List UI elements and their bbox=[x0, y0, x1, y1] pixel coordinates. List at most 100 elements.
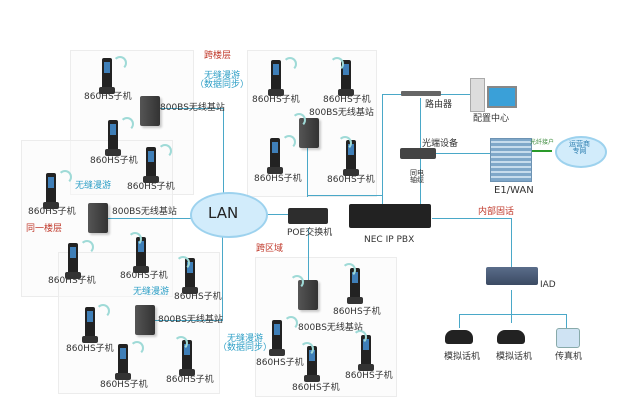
fiber-access-label: 光纤接户 bbox=[530, 139, 555, 146]
handset-icon bbox=[82, 307, 98, 343]
config-center-label: 配置中心 bbox=[473, 114, 510, 124]
router-label: 路由器 bbox=[425, 100, 453, 110]
signal-icon bbox=[96, 304, 110, 318]
base-station-label: 800BS无线基站 bbox=[309, 108, 374, 118]
fax-label: 传真机 bbox=[555, 352, 583, 362]
link-router-pc bbox=[430, 94, 470, 95]
handset-label: 860HS子机 bbox=[166, 375, 214, 385]
router-icon bbox=[401, 91, 441, 96]
roaming-text: 无缝漫游 bbox=[204, 71, 241, 81]
zone-label-cross-area: 跨区域 bbox=[256, 244, 284, 254]
signal-icon bbox=[158, 144, 172, 158]
link-fax bbox=[566, 314, 567, 328]
base-station-icon bbox=[135, 305, 155, 335]
handset-icon bbox=[347, 268, 363, 304]
link-internal-iad bbox=[511, 218, 512, 268]
handset-label: 860HS子机 bbox=[90, 156, 138, 166]
link-router-vertical bbox=[382, 94, 383, 204]
handset-icon bbox=[115, 344, 131, 380]
signal-icon bbox=[300, 342, 314, 356]
signal-icon bbox=[113, 56, 127, 70]
link-bs2-lan bbox=[108, 218, 200, 219]
handset-icon bbox=[182, 258, 198, 294]
handset-label: 860HS子机 bbox=[120, 271, 168, 281]
signal-icon bbox=[342, 263, 356, 277]
building-icon bbox=[490, 138, 532, 182]
carrier-cloud-icon bbox=[555, 136, 607, 168]
signal-icon bbox=[292, 113, 306, 127]
handset-label: 860HS子机 bbox=[252, 95, 300, 105]
base-station-label: 800BS无线基站 bbox=[112, 207, 177, 217]
link-pbx-internal bbox=[432, 218, 512, 219]
handset-icon bbox=[338, 60, 354, 96]
handset-label: 860HS子机 bbox=[254, 174, 302, 184]
signal-icon bbox=[290, 275, 304, 289]
optical-device-icon bbox=[400, 148, 436, 159]
handset-label: 860HS子机 bbox=[256, 358, 304, 368]
poe-switch-label: POE交换机 bbox=[287, 228, 333, 238]
roaming-text: 无缝漫游 bbox=[227, 334, 264, 344]
handset-label: 860HS子机 bbox=[333, 307, 381, 317]
handset-label: 860HS子机 bbox=[174, 292, 222, 302]
signal-icon bbox=[120, 117, 134, 131]
analog-phone-label: 模拟话机 bbox=[496, 352, 533, 362]
lightning-icon bbox=[532, 150, 552, 152]
signal-icon bbox=[128, 232, 142, 246]
handset-icon bbox=[133, 237, 149, 273]
analog-phone-icon bbox=[445, 330, 473, 344]
analog-phone-label: 模拟话机 bbox=[444, 352, 481, 362]
handset-label: 860HS子机 bbox=[327, 175, 375, 185]
signal-icon bbox=[130, 341, 144, 355]
link-iad-down bbox=[511, 290, 512, 323]
zone-label-same-floor: 同一楼层 bbox=[26, 224, 63, 234]
signal-icon bbox=[353, 330, 367, 344]
link-phone1 bbox=[459, 314, 460, 328]
handset-label: 860HS子机 bbox=[292, 383, 340, 393]
link-router-horizontal bbox=[382, 94, 402, 95]
signal-icon bbox=[284, 316, 298, 330]
handset-icon bbox=[43, 173, 59, 209]
base-station-icon bbox=[88, 203, 108, 233]
handset-label: 860HS子机 bbox=[127, 182, 175, 192]
roaming-sync-text: （数据同步） bbox=[218, 343, 273, 353]
fax-icon bbox=[556, 328, 580, 348]
signal-icon bbox=[282, 135, 296, 149]
link-poe-bottom bbox=[308, 228, 309, 280]
roaming-label-left: 无缝漫游 bbox=[75, 181, 112, 191]
handset-label: 860HS子机 bbox=[323, 95, 371, 105]
link-bs1-vertical bbox=[223, 108, 224, 200]
internal-call-label: 内部固话 bbox=[478, 207, 515, 217]
link-lan-poe bbox=[262, 214, 288, 215]
base-station-label: 800BS无线基站 bbox=[158, 315, 223, 325]
roaming-label-top: 无缝漫游 （数据同步） bbox=[195, 72, 249, 90]
signal-icon bbox=[338, 136, 352, 150]
roaming-label-bottom: 无缝漫游 bbox=[133, 287, 170, 297]
handset-icon bbox=[268, 60, 284, 96]
base-station-icon bbox=[298, 280, 318, 310]
handset-label: 860HS子机 bbox=[100, 380, 148, 390]
signal-icon bbox=[176, 256, 190, 270]
handset-icon bbox=[343, 140, 359, 176]
handset-icon bbox=[99, 58, 115, 94]
base-station-icon bbox=[140, 96, 160, 126]
coax-label: 同电 轴缆 bbox=[410, 169, 424, 184]
signal-icon bbox=[283, 57, 297, 71]
handset-label: 860HS子机 bbox=[66, 344, 114, 354]
base-station-label: 800BS无线基站 bbox=[160, 103, 225, 113]
handset-icon bbox=[65, 243, 81, 279]
pbx-label: NEC IP PBX bbox=[364, 235, 415, 245]
monitor-icon bbox=[487, 86, 517, 108]
lan-cloud-icon bbox=[190, 192, 268, 238]
analog-phone-icon bbox=[497, 330, 525, 344]
computer-icon bbox=[470, 78, 485, 112]
handset-icon bbox=[267, 138, 283, 174]
signal-icon bbox=[330, 57, 344, 71]
handset-label: 860HS子机 bbox=[345, 371, 393, 381]
link-bs-top-down bbox=[307, 145, 308, 197]
roaming-label-bottom-right: 无缝漫游 （数据同步） bbox=[218, 335, 272, 353]
link-top-horizontal bbox=[307, 195, 382, 196]
handset-icon bbox=[269, 320, 285, 356]
iad-icon bbox=[486, 267, 538, 285]
handset-label: 860HS子机 bbox=[84, 92, 132, 102]
handset-icon bbox=[105, 120, 121, 156]
